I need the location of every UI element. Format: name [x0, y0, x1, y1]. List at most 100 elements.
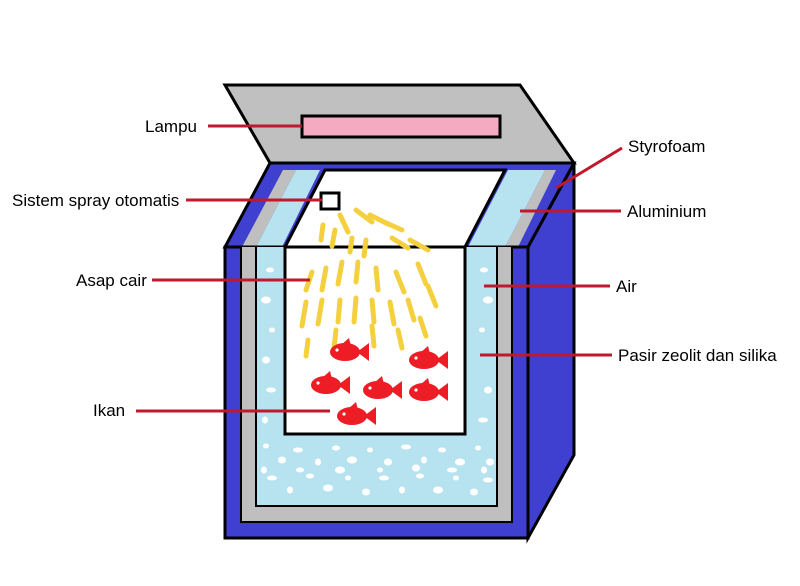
sand-particle — [347, 456, 357, 464]
fish — [363, 376, 402, 399]
label-lampu: Lampu — [145, 117, 197, 136]
inner-layer-outlines — [240, 247, 513, 523]
smoke-streak — [369, 297, 377, 325]
sand-particle — [475, 445, 481, 451]
label-pasir: Pasir zeolit dan silika — [618, 346, 777, 365]
fish — [409, 378, 448, 401]
sand-particle — [421, 456, 427, 464]
smoke-streak — [353, 207, 375, 225]
sand-particle — [278, 456, 286, 464]
smoke-streak — [425, 283, 439, 309]
sand-particle — [335, 466, 345, 474]
smoke-streak — [335, 297, 343, 325]
sand-particle — [332, 445, 340, 451]
sand-particle — [433, 486, 443, 494]
rim-water-right — [468, 170, 545, 247]
sand-particle — [262, 416, 268, 424]
smoke-streak — [405, 297, 417, 323]
sand-particle — [478, 417, 488, 423]
rim-water-left — [256, 170, 320, 247]
smoke-streak — [353, 259, 361, 285]
sand-particle — [263, 443, 269, 449]
smoke-streak — [329, 227, 338, 249]
smoke-streak — [387, 299, 397, 327]
smoke-streak — [331, 327, 339, 351]
smoke-streak — [389, 235, 411, 251]
sand-particle — [384, 458, 392, 466]
sand-particles — [261, 267, 494, 496]
sand-particle — [447, 467, 457, 473]
label-sistem-spray: Sistem spray otomatis — [12, 191, 179, 210]
leader-line-styrofoam — [555, 146, 623, 190]
rim-aluminium-left — [242, 170, 296, 247]
sand-particle — [287, 486, 293, 494]
sand-particle — [483, 477, 493, 483]
smoke-streak — [315, 297, 325, 327]
sand-particle — [296, 467, 304, 473]
smoke-streak — [417, 315, 429, 339]
sand-particle — [484, 386, 492, 394]
sand-particle — [377, 467, 383, 473]
sand-particle — [266, 267, 274, 273]
sand-particle — [267, 475, 277, 481]
box-opening — [282, 168, 508, 249]
smoke-streak — [393, 269, 407, 295]
sand-particle — [455, 458, 465, 466]
sand-particle — [261, 296, 271, 304]
sand-particle — [262, 356, 270, 364]
fish — [330, 338, 369, 361]
smoke-streak — [415, 261, 429, 287]
fish — [409, 346, 448, 369]
sand-particle — [483, 296, 493, 304]
sand-particle — [345, 475, 351, 481]
smoke-streak — [369, 323, 377, 349]
sand-particle — [266, 387, 276, 393]
smoke-streak — [303, 337, 311, 359]
sand-particle — [323, 484, 333, 492]
sand-particle — [481, 466, 487, 474]
spray-nozzle — [319, 191, 341, 211]
sand-particle — [479, 327, 485, 333]
sand-particle — [480, 267, 488, 273]
smoke-streak — [395, 327, 405, 351]
sand-particle — [401, 444, 411, 450]
label-air: Air — [616, 277, 637, 296]
sand-particle — [306, 473, 314, 479]
smoke-streak — [318, 222, 326, 243]
fish — [311, 371, 350, 394]
sand-particle — [269, 327, 275, 333]
label-aluminium: Aluminium — [627, 202, 706, 221]
sand-particle — [379, 475, 389, 481]
sand-particle — [486, 458, 494, 466]
smoke-streak — [373, 265, 381, 293]
smoke-streak — [335, 259, 345, 287]
smoke-streak — [337, 212, 351, 235]
smoke-streak — [351, 295, 359, 325]
smoke-streak — [381, 219, 405, 233]
smoke-streak — [407, 237, 431, 253]
sand-particle — [315, 458, 321, 466]
label-asap-cair: Asap cair — [76, 271, 147, 290]
smoke-streak — [299, 299, 309, 329]
sand-particle — [367, 447, 373, 453]
smoke-streak — [347, 235, 355, 255]
sand-particle — [416, 473, 424, 479]
label-styrofoam: Styrofoam — [628, 137, 705, 156]
fish — [337, 402, 376, 425]
smoke-streak — [319, 265, 329, 293]
sand-particle — [412, 464, 420, 472]
sand-particle — [470, 488, 478, 496]
lamp — [300, 114, 502, 139]
smoke-streaks — [299, 207, 439, 359]
smoke-streak — [361, 237, 369, 259]
sand-particle — [362, 488, 370, 496]
fish-group — [311, 338, 448, 425]
rim-aluminium-right — [505, 170, 556, 247]
sand-particle — [293, 447, 303, 453]
sand-particle — [453, 475, 459, 481]
sand-particle — [399, 486, 405, 494]
sand-particle — [438, 447, 446, 453]
sand-particle — [261, 466, 267, 474]
label-ikan: Ikan — [93, 401, 125, 420]
